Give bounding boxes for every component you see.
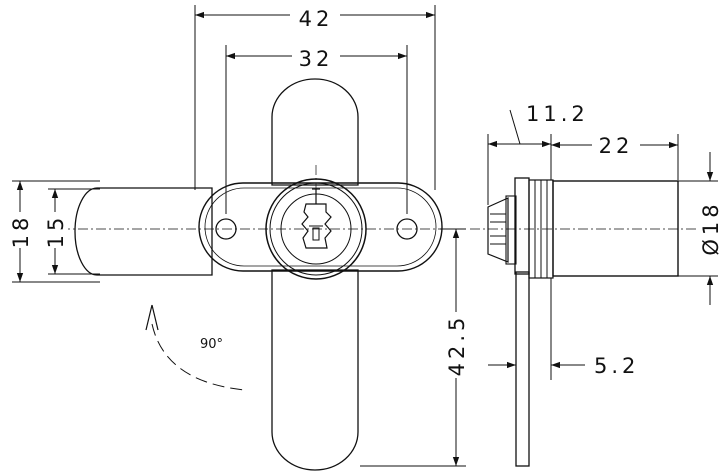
body — [552, 180, 679, 277]
key-stub — [487, 195, 517, 265]
dimension-diameter-18-label: Ø18 — [699, 200, 723, 255]
dimension-32-label: 32 — [299, 47, 334, 71]
cam-upper — [271, 78, 359, 186]
cam-rotated-position — [74, 187, 213, 276]
rotation-indicator: 90° — [145, 304, 246, 391]
flange — [514, 177, 530, 275]
dimension-11-2: 11.2 — [487, 102, 589, 205]
cam-side — [515, 271, 530, 467]
dimension-5-2-label: 5.2 — [594, 354, 639, 378]
dimension-diameter-18: Ø18 — [678, 152, 724, 305]
side-view — [470, 177, 712, 467]
dimension-32: 32 — [225, 45, 408, 214]
dimension-22: 22 — [551, 133, 679, 180]
dimension-18-label: 18 — [9, 214, 33, 249]
plate-inner-edge — [204, 187, 437, 267]
dimension-15: 15 — [44, 188, 100, 275]
cam-lower — [271, 269, 359, 471]
dimension-42-5: 42.5 — [360, 228, 470, 467]
dimension-18: 18 — [8, 180, 100, 283]
keyway — [301, 188, 332, 249]
dimension-42: 42 — [194, 4, 436, 190]
dimension-5-2: 5.2 — [488, 278, 639, 380]
rotation-label: 90° — [200, 337, 223, 352]
dimension-42-label: 42 — [299, 7, 334, 31]
front-view — [60, 78, 452, 471]
dimension-11-2-label: 11.2 — [526, 102, 589, 126]
dimension-42-5-label: 42.5 — [445, 314, 469, 377]
dimension-22-label: 22 — [599, 134, 634, 158]
dimension-15-label: 15 — [44, 214, 68, 249]
